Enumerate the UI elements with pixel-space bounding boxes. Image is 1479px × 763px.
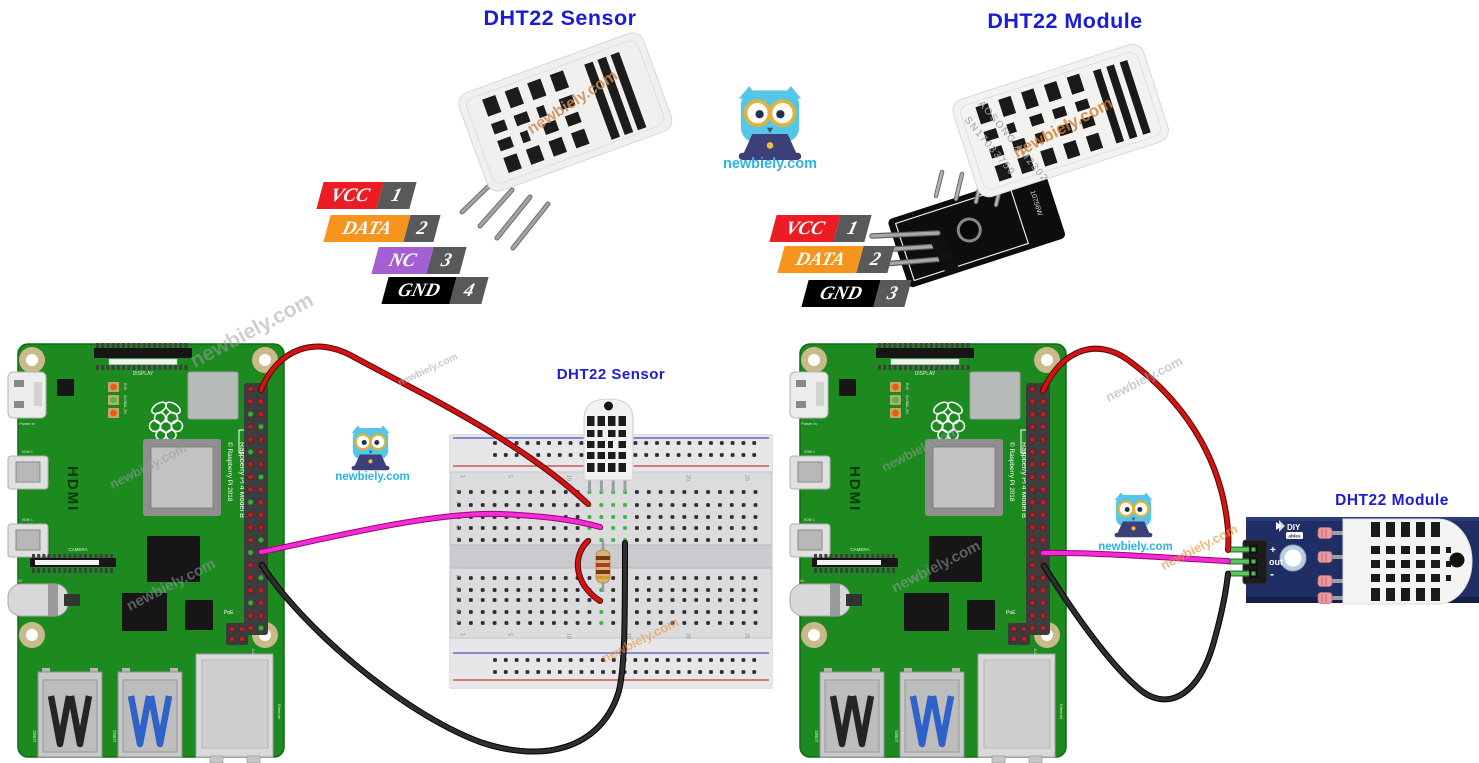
vcc-wire-right — [1041, 346, 1231, 552]
out-label: out — [1269, 557, 1283, 567]
svg-text:25: 25 — [744, 633, 750, 639]
svg-text:1: 1 — [459, 633, 465, 636]
svg-text:10: 10 — [566, 633, 572, 639]
brand-text: DIY — [1287, 523, 1301, 532]
data-wire-right — [1041, 550, 1230, 563]
plus-label: + — [1270, 545, 1276, 556]
svg-text:20: 20 — [684, 475, 690, 481]
svg-text:D: D — [454, 587, 460, 591]
dht22-sensor-photo — [458, 32, 673, 251]
svg-text:A: A — [454, 620, 460, 624]
right-wires — [1040, 345, 1232, 703]
svg-text:B: B — [454, 609, 460, 613]
vcc-wire-left — [259, 344, 590, 506]
breadboard-column-numbers: 11551010151520202525 — [459, 475, 750, 639]
gpio-pins-right — [1029, 385, 1047, 632]
svg-text:1: 1 — [459, 475, 465, 478]
module-pin-labels: + out - — [1269, 545, 1283, 581]
svg-text:15: 15 — [625, 633, 631, 639]
module-header-pins — [1249, 545, 1258, 578]
svg-text:G: G — [454, 525, 460, 529]
dht22-sensor-on-breadboard — [583, 398, 634, 492]
svg-text:10: 10 — [566, 475, 572, 481]
ground-wire-right — [1042, 564, 1230, 702]
left-wires — [258, 343, 628, 755]
svg-text:5: 5 — [506, 475, 512, 478]
pullup-resistor — [595, 540, 611, 592]
minus-label: - — [1270, 567, 1274, 581]
svg-text:20: 20 — [684, 633, 690, 639]
data-wire-left — [259, 511, 602, 554]
brand-sub-text: ables — [1288, 534, 1301, 540]
solder-pads — [1317, 527, 1343, 604]
dht22-module-photo: 10756W AOSONG AM2302 SN17033750 — [869, 43, 1169, 288]
svg-text:25: 25 — [744, 475, 750, 481]
svg-text:I: I — [454, 502, 460, 504]
ground-wire-left — [260, 541, 627, 754]
svg-text:5: 5 — [506, 633, 512, 636]
svg-text:C: C — [454, 597, 460, 601]
svg-text:E: E — [454, 575, 460, 579]
svg-text:F: F — [454, 537, 460, 541]
diyables-logo: DIY ables — [1276, 520, 1303, 540]
svg-text:J: J — [454, 489, 460, 492]
